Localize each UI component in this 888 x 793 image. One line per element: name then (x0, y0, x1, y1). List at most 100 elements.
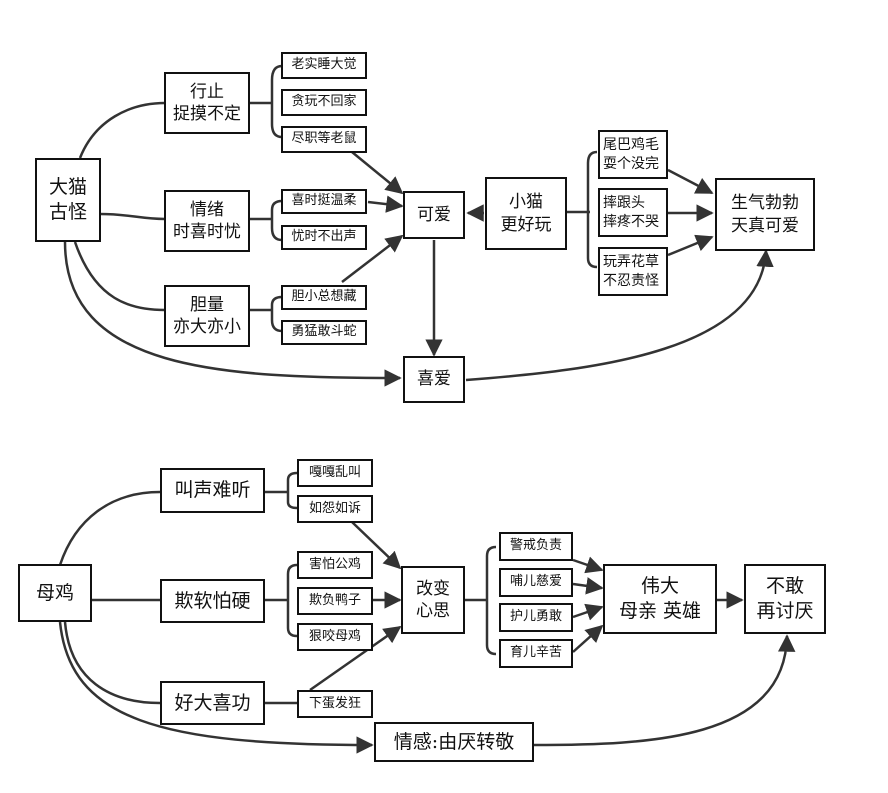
trait-raise: 育儿辛苦 (499, 639, 573, 668)
edge-root-love (63, 241, 402, 387)
node-text: 生气勃勃 (731, 193, 799, 214)
node-text: 伟大 (640, 575, 679, 598)
node-kitten: 小猫 更好玩 (485, 177, 567, 250)
trait-alert: 警戒负责 (499, 532, 573, 561)
edge-root-courage (73, 241, 166, 312)
edge-hen-boast (63, 621, 161, 705)
node-text: 害怕公鸡 (308, 556, 361, 572)
node-text: 胆量 (190, 294, 224, 315)
node-text: 勇猛敢斗蛇 (291, 324, 357, 340)
leaf-mouse: 尽职等老鼠 (281, 126, 367, 153)
node-love: 喜爱 (403, 356, 465, 403)
node-no-dislike: 不敢 再讨厌 (744, 564, 826, 634)
node-text: 天真可爱 (731, 215, 799, 236)
node-text: 小猫 (509, 192, 543, 213)
node-text: 母鸡 (35, 581, 74, 604)
bracket-bully (265, 563, 298, 638)
node-text: 欺负鸭子 (308, 592, 361, 608)
node-text: 叫声难听 (174, 479, 251, 502)
node-text: 贪玩不回家 (291, 94, 357, 110)
trait-protect: 护儿勇敢 (499, 603, 573, 632)
edge-mt-2 (572, 577, 604, 595)
leaf-gentle: 喜时挺温柔 (281, 189, 367, 214)
edge-root-mood (99, 212, 166, 221)
node-text: 耍个没完 (603, 155, 659, 172)
node-courage: 胆量 亦大亦小 (164, 285, 250, 347)
leaf-snake: 勇猛敢斗蛇 (281, 320, 367, 345)
edge-mt-3 (572, 603, 604, 621)
edge-root-behavior (78, 101, 166, 159)
leaf-egg: 下蛋发狂 (297, 690, 373, 718)
leaf-squawk: 嘎嘎乱叫 (297, 459, 373, 487)
node-text: 摔疼不哭 (603, 213, 659, 230)
node-text: 时喜时忧 (173, 222, 241, 242)
node-text: 情感:由厌转敬 (393, 730, 515, 753)
node-change-mind: 改变 心思 (401, 566, 465, 634)
node-hen: 母鸡 (18, 564, 92, 622)
edge-mt-4 (572, 624, 604, 653)
leaf-bully-duck: 欺负鸭子 (297, 587, 373, 615)
node-text: 护儿勇敢 (509, 609, 562, 625)
node-mood: 情绪 时喜时忧 (164, 190, 250, 252)
node-text: 老实睡大觉 (291, 57, 357, 73)
edge-mt-1 (572, 556, 604, 574)
node-text: 情绪 (190, 199, 224, 220)
node-text: 大猫 (48, 176, 87, 199)
node-text: 亦大亦小 (173, 317, 241, 337)
node-bully: 欺软怕硬 (160, 579, 265, 623)
leaf-fear-rooster: 害怕公鸡 (297, 551, 373, 579)
edge-leaf-to-cute-3 (341, 234, 404, 283)
leaf-hide: 胆小总想藏 (281, 285, 367, 310)
node-big-cat: 大猫 古怪 (35, 158, 101, 242)
edge-love-to-result (465, 249, 774, 382)
node-text: 狠咬母鸡 (308, 628, 361, 644)
leaf-complain: 如怨如诉 (297, 495, 373, 523)
node-text: 改变 (416, 578, 450, 599)
node-text: 可爱 (417, 204, 451, 225)
edge-emotion-to-result (532, 634, 796, 747)
edge-leaf-to-cute-1 (351, 151, 404, 195)
node-behavior: 行止 捉摸不定 (164, 72, 250, 134)
node-text: 嘎嘎乱叫 (308, 464, 361, 480)
leaf-bite-hen: 狠咬母鸡 (297, 623, 373, 651)
node-text: 古怪 (48, 201, 87, 223)
edge-bl-1 (351, 521, 402, 570)
bracket-sound (265, 471, 298, 510)
leaf-tail: 尾巴鸡毛 耍个没完 (598, 130, 668, 179)
bracket-courage (250, 295, 283, 333)
node-lively: 生气勃勃 天真可爱 (715, 178, 815, 251)
node-text: 心思 (416, 601, 450, 621)
edge-hen-emotion (58, 621, 374, 754)
node-text: 再讨厌 (756, 600, 814, 622)
node-text: 捉摸不定 (173, 104, 241, 124)
edge-kl-1 (667, 168, 714, 195)
edge-leaf-to-cute-2 (367, 195, 404, 213)
node-text: 胆小总想藏 (291, 289, 357, 305)
bracket-mood (250, 199, 283, 242)
node-text: 不敢 (765, 575, 804, 598)
node-great-mother: 伟大 母亲 英雄 (603, 564, 717, 634)
node-cute: 可爱 (403, 191, 465, 239)
node-text: 喜爱 (417, 369, 451, 390)
leaf-fall: 摔跟头 摔疼不哭 (598, 188, 668, 237)
node-text: 警戒负责 (509, 538, 562, 554)
trait-feed: 哺儿慈爱 (499, 568, 573, 597)
node-text: 育儿辛苦 (509, 645, 562, 661)
bracket-behavior (250, 64, 283, 139)
node-text: 喜时挺温柔 (291, 193, 357, 209)
node-text: 更好玩 (500, 214, 552, 235)
edge-hen-sound (58, 490, 161, 566)
node-text: 欺软怕硬 (174, 589, 251, 612)
node-noisy: 叫声难听 (160, 468, 265, 513)
node-text: 摔跟头 (603, 195, 645, 212)
node-text: 玩弄花草 (603, 254, 659, 271)
leaf-flowers: 玩弄花草 不忍责怪 (598, 247, 668, 296)
leaf-silent: 忧时不出声 (281, 225, 367, 250)
node-text: 母亲 英雄 (618, 600, 702, 622)
node-text: 下蛋发狂 (308, 695, 361, 711)
edge-kl-3 (667, 234, 714, 257)
bracket-kitten (566, 150, 598, 269)
edge-bl-3 (309, 625, 402, 692)
node-boast: 好大喜功 (160, 681, 265, 725)
